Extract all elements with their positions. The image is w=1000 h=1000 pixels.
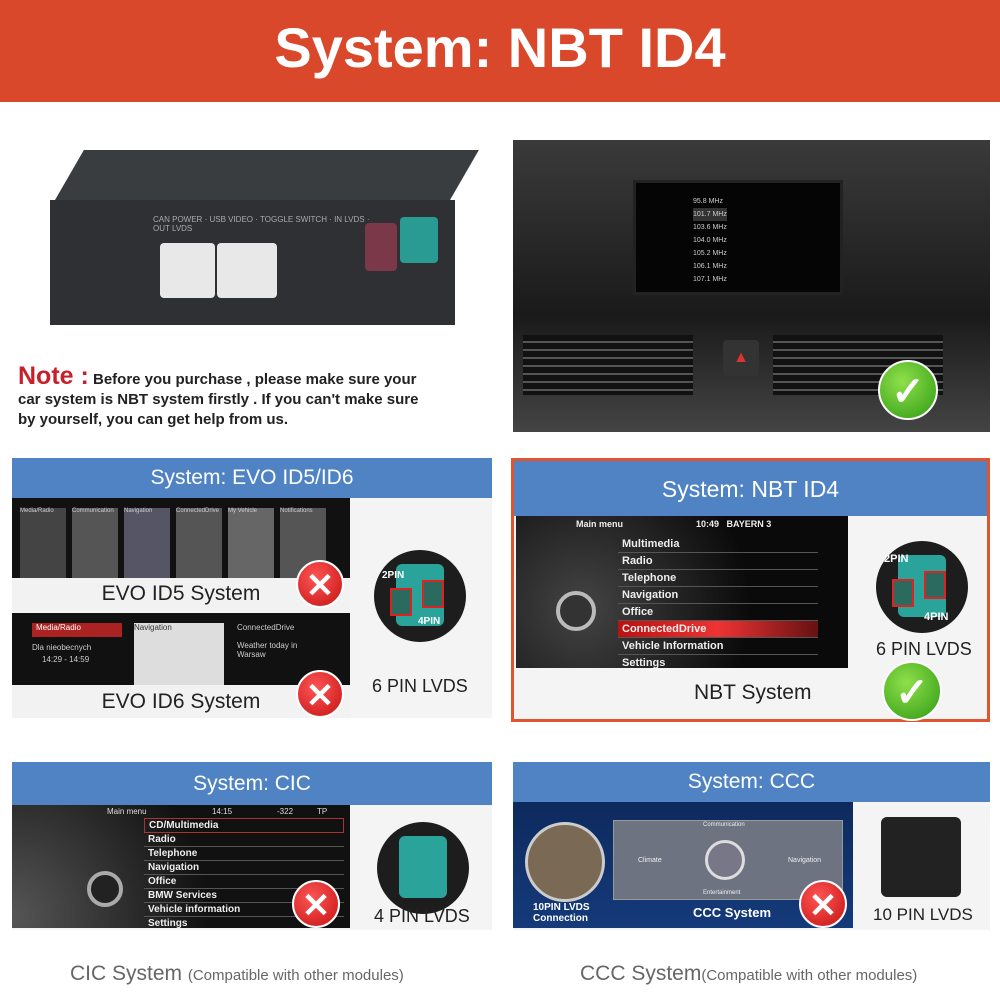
evo-title: System: EVO ID5/ID6 — [12, 458, 492, 498]
check-icon: ✓ — [882, 661, 942, 721]
cic-caption: CIC System (Compatible with other module… — [70, 962, 404, 985]
ccc-caption: CCC System(Compatible with other modules… — [580, 962, 918, 985]
note: Note : Before you purchase , please make… — [18, 364, 438, 430]
nbt-panel: System: NBT ID4 Main menu 10:49 BAYERN 3… — [511, 458, 990, 722]
cic-title: System: CIC — [12, 762, 492, 805]
evo-id5-label: EVO ID5 System — [12, 578, 350, 610]
cross-icon: ✕ — [296, 670, 344, 718]
cross-icon: ✕ — [799, 880, 847, 928]
lvds-connector-image: 2PIN 4PIN — [374, 550, 466, 642]
evo-lvds-label: 6 PIN LVDS — [372, 676, 468, 696]
lvds-connector-image: 2PIN 4PIN — [876, 541, 968, 633]
nbt-lvds-label: 6 PIN LVDS — [876, 639, 972, 659]
ccc-lvds-label: 10 PIN LVDS — [873, 905, 973, 924]
nbt-system-label: NBT System — [694, 681, 812, 704]
ccc-panel: System: CCC 10PIN LVDS Connection Commun… — [513, 762, 990, 930]
cross-icon: ✕ — [292, 880, 340, 928]
cic-menu-settings: Settings — [144, 917, 344, 928]
nbt-title: System: NBT ID4 — [514, 461, 987, 516]
product-image: CAN POWER · USB VIDEO · TOGGLE SWITCH · … — [45, 145, 479, 335]
note-label: Note : — [18, 362, 89, 390]
cic-lvds-label: 4 PIN LVDS — [374, 906, 470, 926]
port-labels: CAN POWER · USB VIDEO · TOGGLE SWITCH · … — [153, 215, 370, 233]
page-title: System: NBT ID4 — [0, 0, 1000, 102]
cross-icon: ✕ — [296, 560, 344, 608]
evo-id6-label: EVO ID6 System — [12, 685, 350, 718]
lvds-connector-image — [881, 817, 961, 897]
note-text: Before you purchase , please make sure y… — [18, 371, 419, 428]
ccc-system-label: CCC System — [693, 905, 772, 920]
ccc-title: System: CCC — [513, 762, 990, 802]
check-icon: ✓ — [878, 360, 938, 420]
lvds-connector-image — [377, 822, 469, 914]
